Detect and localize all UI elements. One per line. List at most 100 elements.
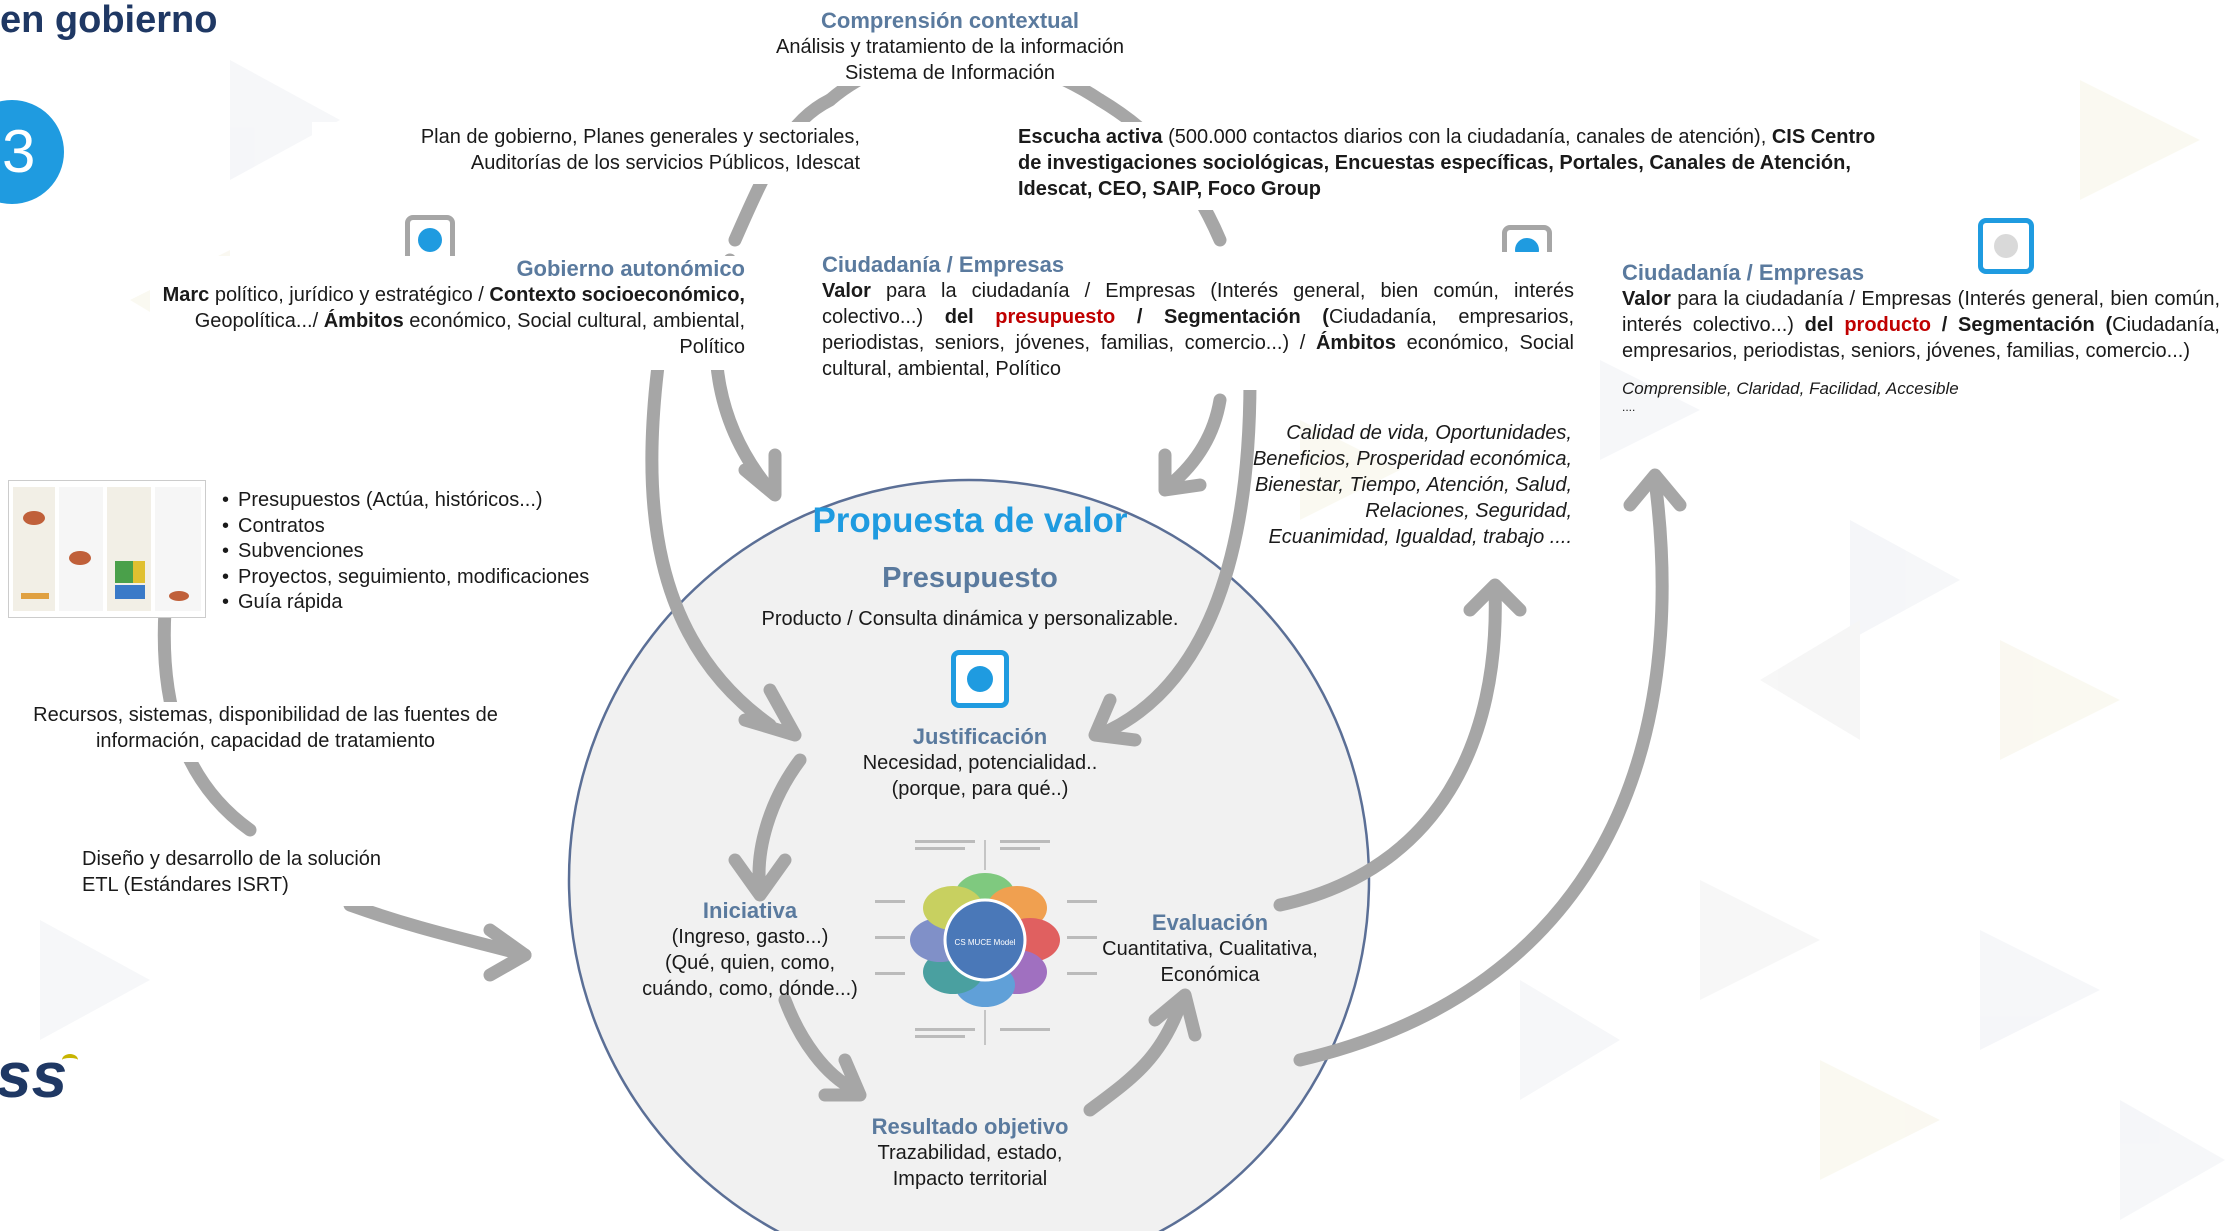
evaluacion-line1: Cuantitativa, Cualitativa, xyxy=(1102,938,1318,960)
source-item: Contratos xyxy=(222,514,658,540)
ciudadania-right-ellipsis: .... xyxy=(1622,400,1636,414)
gobierno-contexto: Contexto socioeconómico, xyxy=(489,284,745,306)
arrow-eval-right xyxy=(1293,473,1669,1067)
ciudadania-right-heading: Ciudadanía / Empresas xyxy=(1622,260,1865,285)
evaluacion-heading: Evaluación xyxy=(1151,910,1269,935)
source-item: Presupuestos (Actúa, históricos...) xyxy=(222,488,658,514)
ciudadania-right-target-icon xyxy=(1978,218,2034,274)
ciudadania-right-text1: para la ciudadanía / Empresas (Interés g… xyxy=(1622,288,2220,336)
value-circle-shape xyxy=(567,478,1371,1231)
resultado-block: Resultado objetivo Trazabilidad, estado,… xyxy=(820,1114,1120,1192)
comprension-line2: Sistema de Información xyxy=(844,62,1056,84)
arrow-res-eval-head xyxy=(1148,988,1202,1042)
ciudadania-right-note: Comprensible, Claridad, Facilidad, Acces… xyxy=(1622,379,1959,398)
presupuesto-subtitle: Presupuesto xyxy=(882,562,1058,594)
flower-annotation-lines xyxy=(984,840,986,1045)
arrow-etl-in-head xyxy=(483,923,532,982)
organization-logo: ss xyxy=(0,1039,78,1111)
escucha-box: Escucha activa (500.000 contactos diario… xyxy=(1010,122,1896,210)
arrow-right-in-head xyxy=(1158,448,1207,497)
ciudadania-mid-valor: Valor xyxy=(822,280,871,302)
arrow-ciud-just-head xyxy=(1088,693,1142,747)
plan-box: Plan de gobierno, Planes generales y sec… xyxy=(312,122,860,184)
arrow-gov-just xyxy=(645,343,777,732)
ciudadania-mid-text2: Ciudadanía, empresarios, periodistas, se… xyxy=(822,306,1575,354)
organization-logo-text: ss xyxy=(0,1039,68,1111)
arrow-res-eval xyxy=(1083,998,1187,1117)
source-item: Guía rápida xyxy=(222,590,658,616)
diseno-line2: ETL (Estándares ISRT) xyxy=(82,874,289,896)
ciudadania-mid-heading: Ciudadanía / Empresas xyxy=(822,252,1065,277)
gobierno-text3: económico, Social cultural, ambiental, P… xyxy=(403,310,745,358)
ciudadania-right-segmentacion: / Segmentación ( xyxy=(1930,314,2113,336)
flower-center-label: CS MUCE Model xyxy=(955,938,1016,947)
gobierno-ambitos: Ámbitos xyxy=(323,310,404,332)
arrow-eval-calidad-head xyxy=(1463,578,1527,617)
slide-title: en gobierno xyxy=(0,0,218,41)
resultado-line2: Impacto territorial xyxy=(892,1168,1048,1190)
ciudadania-mid-text3: económico, Social cultural, ambiental, P… xyxy=(822,332,1574,380)
arrow-ini-res-head xyxy=(818,1053,867,1102)
comprension-heading: Comprensión contextual xyxy=(821,8,1079,33)
logo-swoosh xyxy=(62,1054,78,1066)
plan-line1: Plan de gobierno, Planes generales y sec… xyxy=(420,126,860,148)
arrow-just-ini-head xyxy=(728,853,792,902)
ciudadania-mid-block: Ciudadanía / Empresas Valor para la ciud… xyxy=(816,252,1582,390)
flower-annotation-marks xyxy=(875,840,1097,1038)
source-item: Proyectos, seguimiento, modificaciones xyxy=(222,565,658,591)
escucha-bold2: CIS Centro de investigaciones sociológic… xyxy=(1018,126,1876,200)
arrow-gov-just-head xyxy=(738,683,802,742)
gobierno-heading: Gobierno autonómico xyxy=(516,256,745,281)
justificacion-line2: (porque, para qué..) xyxy=(891,778,1069,800)
arrow-just-ini xyxy=(752,753,807,897)
ciudadania-mid-del: del xyxy=(944,306,996,328)
resultado-heading: Resultado objetivo xyxy=(871,1114,1069,1139)
evaluacion-block: Evaluación Cuantitativa, Cualitativa, Ec… xyxy=(1090,910,1330,988)
gobierno-text1: político, jurídico y estratégico / xyxy=(209,284,490,306)
justificacion-heading: Justificación xyxy=(912,724,1048,749)
gobierno-marc: Marc xyxy=(162,284,210,306)
arrow-ciud-just xyxy=(1103,373,1257,737)
ciudadania-right-text2: Ciudadanía, empresarios, periodistas, se… xyxy=(1622,314,2220,362)
source-item: Subvenciones xyxy=(222,539,658,565)
ciudadania-right-producto: producto xyxy=(1844,314,1931,336)
iniciativa-line3: cuándo, como, dónde...) xyxy=(642,978,858,1000)
evaluacion-line2: Económica xyxy=(1160,964,1260,986)
diseno-line1: Diseño y desarrollo de la solución xyxy=(82,848,382,870)
iniciativa-line2: (Qué, quien, como, xyxy=(664,952,836,974)
arrow-eval-right-head xyxy=(1623,468,1687,512)
step-badge-number: 3 xyxy=(2,118,36,185)
arrow-ini-res xyxy=(778,993,862,1097)
gobierno-text2: Geopolítica.../ xyxy=(194,310,324,332)
calidad-text: Calidad de vida, Oportunidades, Benefici… xyxy=(1252,422,1572,548)
arrow-etl-in xyxy=(343,898,532,962)
arrow-left-in-head xyxy=(738,448,782,502)
escucha-text1: (500.000 contactos diarios con la ciudad… xyxy=(1162,126,1772,148)
arrow-right-in xyxy=(1163,393,1227,492)
ciudadania-mid-segmentacion: / Segmentación ( xyxy=(1115,306,1329,328)
arrow-eval-calidad xyxy=(1273,583,1502,912)
ciudadania-mid-presupuesto: presupuesto xyxy=(995,306,1116,328)
ciudadania-right-valor: Valor xyxy=(1622,288,1671,310)
iniciativa-line1: (Ingreso, gasto...) xyxy=(671,926,829,948)
ciudadania-right-del: del xyxy=(1804,314,1845,336)
recursos-text: Recursos, sistemas, disponibilidad de la… xyxy=(28,702,503,762)
source-list: Presupuestos (Actúa, históricos...) Cont… xyxy=(218,488,658,616)
diseno-block: Diseño y desarrollo de la solución ETL (… xyxy=(70,844,434,906)
comprension-line1: Análisis y tratamiento de la información xyxy=(776,36,1124,58)
iniciativa-heading: Iniciativa xyxy=(702,898,798,923)
ciudadania-right-block: Ciudadanía / Empresas Valor para la ciud… xyxy=(1622,260,2220,414)
justificacion-target-icon xyxy=(951,650,1009,708)
gobierno-block: Gobierno autonómico Marc político, juríd… xyxy=(150,256,745,370)
justificacion-line1: Necesidad, potencialidad.. xyxy=(862,752,1098,774)
iniciativa-block: Iniciativa (Ingreso, gasto...) (Qué, qui… xyxy=(620,898,880,1002)
justificacion-block: Justificación Necesidad, potencialidad..… xyxy=(780,724,1180,802)
producto-desc: Producto / Consulta dinámica y personali… xyxy=(761,608,1179,630)
comprension-block: Comprensión contextual Análisis y tratam… xyxy=(740,8,1160,86)
ciudadania-mid-text1: para la ciudadanía / Empresas (Interés g… xyxy=(822,280,1574,328)
